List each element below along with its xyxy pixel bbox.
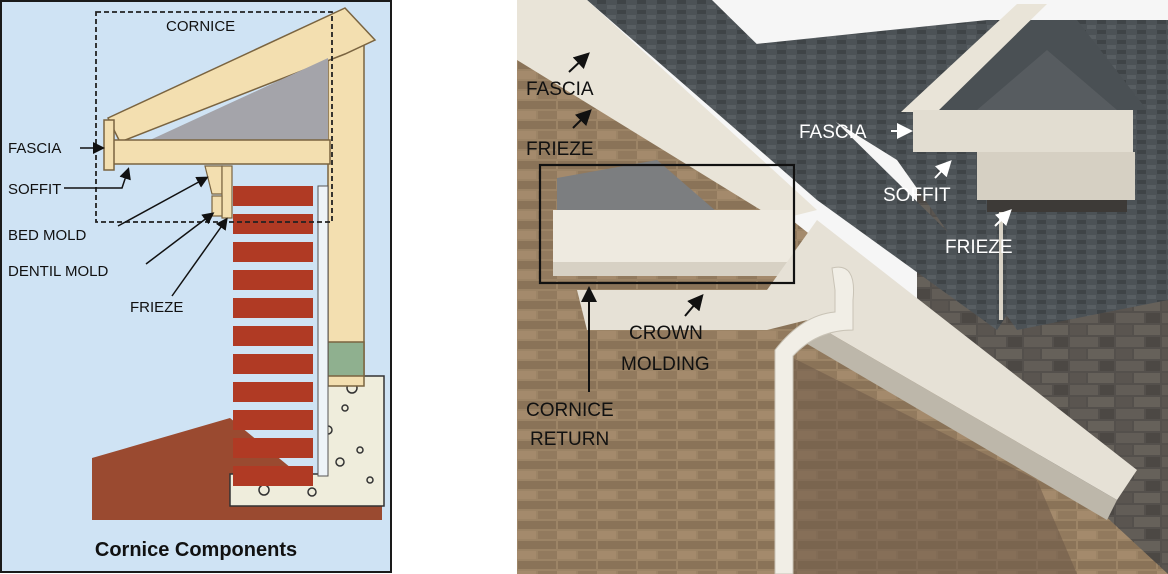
brick xyxy=(233,466,313,486)
brick xyxy=(233,354,313,374)
fascia-right-label: FASCIA xyxy=(799,122,867,143)
diagram-caption: Cornice Components xyxy=(95,539,297,561)
cornice-return-highlight xyxy=(538,163,796,285)
crown-molding-label-line1: CROWN xyxy=(629,323,703,344)
downspout xyxy=(774,266,855,574)
cornice-diagram: CORNICE FASCIA SOFFIT BED MOLD DENTIL MO… xyxy=(0,0,392,573)
cornice-return-upper xyxy=(557,160,717,224)
fascia-label: FASCIA xyxy=(8,140,61,157)
brick xyxy=(233,242,313,262)
frieze-left-label: FRIEZE xyxy=(526,139,594,160)
right-gable-peak xyxy=(977,50,1117,110)
fascia-left-label: FASCIA xyxy=(526,79,594,100)
right-frieze-shadow xyxy=(987,200,1127,212)
dentil-mold-label: DENTIL MOLD xyxy=(8,263,108,280)
bed-mold-label: BED MOLD xyxy=(8,227,87,244)
brick xyxy=(233,270,313,290)
main-roof xyxy=(587,0,1017,330)
brick-wall xyxy=(233,186,313,486)
wall-sheathing xyxy=(327,39,365,387)
right-gable-trim xyxy=(901,4,1047,112)
cornice-return-label-line2: RETURN xyxy=(530,429,609,450)
fascia-left-arrow xyxy=(568,52,590,73)
brick xyxy=(233,438,313,458)
brick xyxy=(233,410,313,430)
brick xyxy=(233,186,313,206)
attic-space xyxy=(150,58,328,140)
cornice-return-box xyxy=(553,210,793,264)
wall-base xyxy=(327,341,365,377)
brick xyxy=(233,214,313,234)
frieze-arrow xyxy=(171,217,228,297)
cornice-return-label-line1: CORNICE xyxy=(526,400,614,421)
crown-molding xyxy=(577,220,1137,500)
right-soffit-box xyxy=(977,152,1135,200)
soffit-right-arrow xyxy=(934,160,952,179)
crown-molding-shadow xyxy=(797,320,1117,520)
fascia-board xyxy=(103,119,115,171)
frieze-right-arrow xyxy=(994,209,1012,227)
frieze-label: FRIEZE xyxy=(130,299,183,316)
frieze-right-label: FRIEZE xyxy=(945,237,1013,258)
return-soffit xyxy=(553,262,793,276)
dentil-mold-arrow xyxy=(145,212,215,265)
right-fascia-box xyxy=(913,110,1133,152)
dentil-piece xyxy=(211,195,223,217)
frieze-left-arrow xyxy=(572,109,592,129)
cornice-photo: FASCIA FRIEZE FASCIA SOFFIT FRIEZE CROWN… xyxy=(517,0,1168,574)
soffit-right-label: SOFFIT xyxy=(883,185,951,206)
brick xyxy=(233,326,313,346)
brick xyxy=(233,298,313,318)
cornice-label: CORNICE xyxy=(166,18,235,35)
bed-mold-arrow xyxy=(117,176,209,227)
brick xyxy=(233,382,313,402)
roof-rafter xyxy=(106,7,377,143)
crown-molding-label-line2: MOLDING xyxy=(621,354,710,375)
brick-wall-right xyxy=(777,350,1077,574)
air-gap xyxy=(317,185,329,477)
soffit-arrow xyxy=(64,167,131,189)
frieze-board xyxy=(221,165,233,219)
soffit-label: SOFFIT xyxy=(8,181,61,198)
crown-molding-arrow xyxy=(684,293,704,317)
soffit-board xyxy=(111,139,331,165)
